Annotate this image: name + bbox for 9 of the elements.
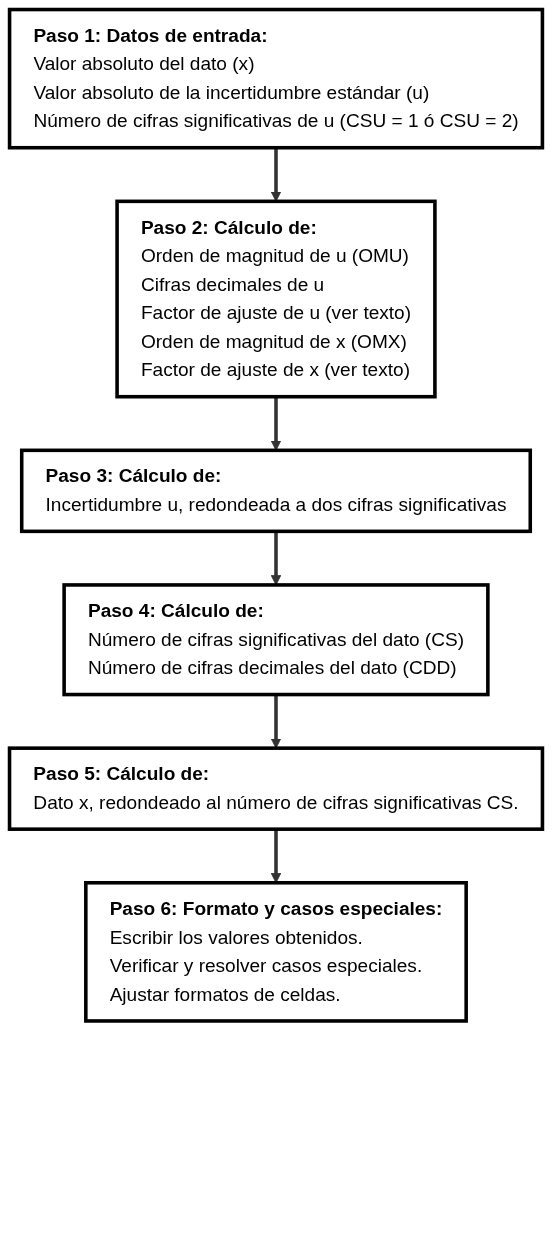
arrow [270,147,282,202]
arrow [270,694,282,749]
node-box: Paso 4: Cálculo de: Número de cifras significativas del dato (CS) Número de cifras decimales del dato (CDD) [62,583,490,697]
node-box: Paso 1: Datos de entrada: Valor absoluto del dato (x) Valor absoluto de la incertidumbre estándar (u) Número de cifras significativas de u (CSU = 1 ó CSU = 2) [7,7,545,150]
node-box: Paso 6: Formato y casos especiales: Escribir los valores obtenidos. Verificar y resolver casos especiales. Ajustar formatos de celdas. [84,881,468,1023]
node-box: Paso 2: Cálculo de: Orden de magnitud de u (OMU) Cifras decimales de u Factor de ajuste de u (ver texto) Orden de magnitud de x (OMX) Factor de ajuste de x (ver texto) [115,199,437,399]
arrow [270,396,282,451]
node-box: Paso 3: Cálculo de: Incertidumbre u, redondeada a dos cifras significativas [19,448,533,534]
node-box: Paso 5: Cálculo de: Dato x, redondeado al número de cifras significativas CS. [7,746,545,831]
